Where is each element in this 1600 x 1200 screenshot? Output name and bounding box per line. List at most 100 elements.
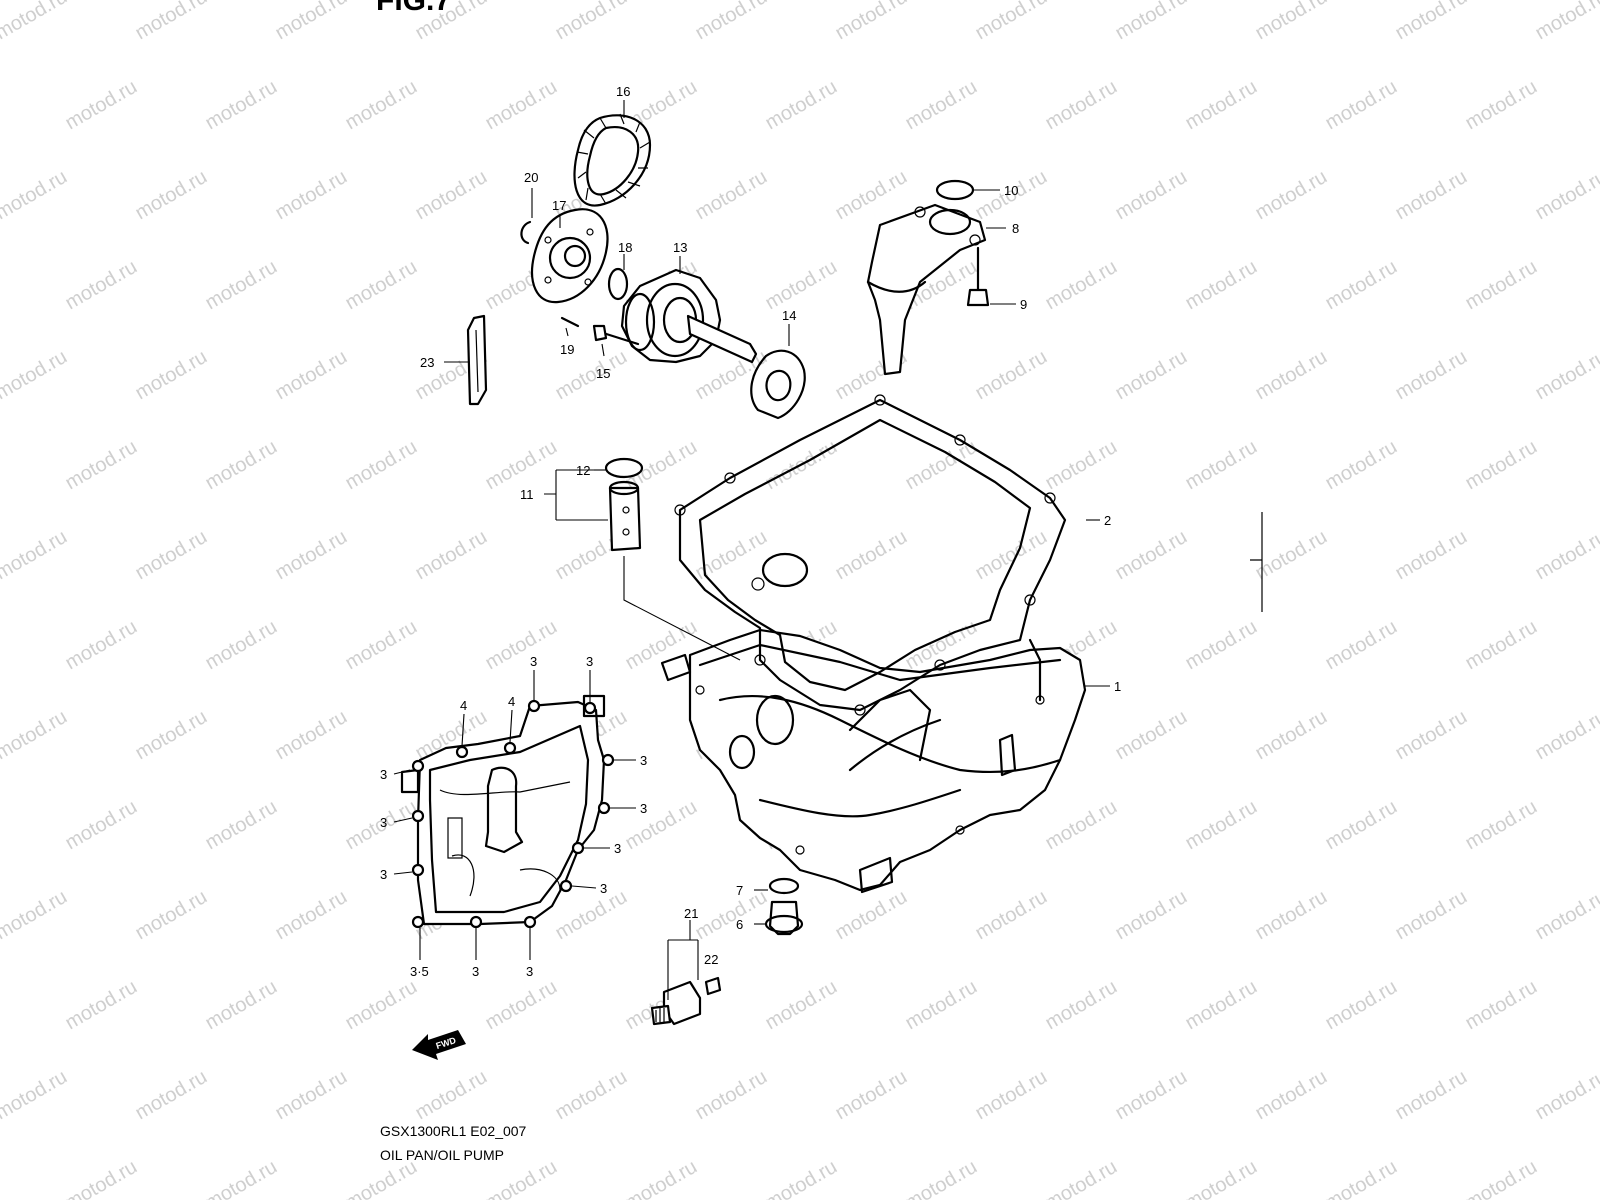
- oil-pan-cover[interactable]: [400, 694, 606, 926]
- cover-bolt[interactable]: [597, 801, 611, 815]
- watermark-text: motod.ru: [272, 1066, 351, 1125]
- watermark-text: motod.ru: [1392, 1066, 1471, 1125]
- cover-bolt[interactable]: [469, 915, 483, 929]
- watermark-text: motod.ru: [972, 526, 1051, 585]
- watermark-text: motod.ru: [272, 886, 351, 945]
- watermark-text: motod.ru: [202, 976, 281, 1035]
- watermark-text: motod.ru: [832, 0, 911, 44]
- watermark-text: motod.ru: [1392, 0, 1471, 44]
- callout-3-k: 3: [526, 964, 533, 979]
- cover-bolt[interactable]: [583, 701, 597, 715]
- callout-22: 22: [704, 952, 718, 967]
- callout-3-c: 3: [640, 753, 647, 768]
- oil-pressure-switch[interactable]: [650, 980, 702, 1026]
- callout-19: 19: [560, 342, 574, 357]
- oil-pump-drive-gear[interactable]: [530, 208, 609, 304]
- watermark-text: motod.ru: [1182, 616, 1261, 675]
- watermark-text: motod.ru: [1392, 526, 1471, 585]
- watermark-text: motod.ru: [1042, 976, 1121, 1035]
- watermark-text: motod.ru: [552, 1066, 631, 1125]
- oil-pump-driven-gear[interactable]: [573, 113, 652, 207]
- pin[interactable]: [560, 316, 580, 328]
- drain-plug[interactable]: [764, 900, 804, 936]
- watermark-text: motod.ru: [62, 256, 141, 315]
- watermark-text: motod.ru: [1532, 0, 1600, 44]
- pump-gasket[interactable]: [750, 349, 806, 420]
- cover-bolt[interactable]: [571, 841, 585, 855]
- pump-mounting-bolt[interactable]: [592, 324, 640, 346]
- watermark-text: motod.ru: [0, 166, 71, 225]
- watermark-text: motod.ru: [202, 76, 281, 135]
- cover-bolt[interactable]: [523, 915, 537, 929]
- watermark-text: motod.ru: [622, 436, 701, 495]
- watermark-text: motod.ru: [0, 886, 71, 945]
- callout-3-e: 3: [614, 841, 621, 856]
- watermark-text: motod.ru: [1322, 976, 1401, 1035]
- watermark-text: motod.ru: [1462, 76, 1541, 135]
- watermark-text: motod.ru: [132, 166, 211, 225]
- watermark-text: motod.ru: [202, 1156, 281, 1200]
- watermark-text: motod.ru: [972, 0, 1051, 44]
- circlip[interactable]: [520, 220, 532, 245]
- watermark-text: motod.ru: [412, 526, 491, 585]
- cover-bolt[interactable]: [411, 863, 425, 877]
- watermark-text: motod.ru: [622, 1156, 701, 1200]
- callout-3-i: 3: [380, 867, 387, 882]
- watermark-text: motod.ru: [1112, 706, 1191, 765]
- watermark-text: motod.ru: [1252, 166, 1331, 225]
- cover-bolt[interactable]: [503, 741, 517, 755]
- cover-bolt[interactable]: [601, 753, 615, 767]
- callout-6: 6: [736, 917, 743, 932]
- cover-bolts: [411, 699, 615, 929]
- watermark-text: motod.ru: [202, 256, 281, 315]
- oil-strainer[interactable]: [866, 203, 987, 376]
- strainer-o-ring[interactable]: [935, 179, 975, 201]
- callouts: 16 20 17 18 13 19 15 14 23 10 8 9 12 11 …: [380, 84, 1121, 979]
- watermark-text: motod.ru: [762, 76, 841, 135]
- drain-plug-gasket[interactable]: [768, 877, 800, 895]
- washer[interactable]: [607, 267, 629, 301]
- cover-bolt[interactable]: [411, 915, 425, 929]
- oil-pan-gasket[interactable]: [674, 394, 1067, 716]
- watermark-text: motod.ru: [272, 346, 351, 405]
- watermark-text: motod.ru: [1112, 346, 1191, 405]
- watermark-text: motod.ru: [1252, 346, 1331, 405]
- cover-bolt[interactable]: [455, 745, 469, 759]
- cover-bolt[interactable]: [411, 759, 425, 773]
- callout-10: 10: [1004, 183, 1018, 198]
- oil-pump-assembly[interactable]: [620, 268, 758, 364]
- pipe-o-ring[interactable]: [604, 457, 644, 479]
- callout-17: 17: [552, 198, 566, 213]
- watermark-text: motod.ru: [692, 346, 771, 405]
- cover-bolt[interactable]: [527, 699, 541, 713]
- watermark-text: motod.ru: [692, 0, 771, 44]
- watermark-text: motod.ru: [832, 886, 911, 945]
- callout-3-d: 3: [640, 801, 647, 816]
- strainer-bolt[interactable]: [966, 246, 990, 307]
- watermark-text: motod.ru: [552, 886, 631, 945]
- cover-bolt[interactable]: [411, 809, 425, 823]
- switch-screw[interactable]: [704, 976, 722, 996]
- figure-caption: OIL PAN/OIL PUMP: [380, 1147, 504, 1163]
- watermark-text: motod.ru: [692, 1066, 771, 1125]
- callout-3-h: 3: [380, 815, 387, 830]
- watermark-text: motod.ru: [1322, 616, 1401, 675]
- watermark-text: motod.ru: [1112, 886, 1191, 945]
- watermark-text: motod.ru: [132, 886, 211, 945]
- oil-pan[interactable]: [660, 628, 1087, 894]
- watermark-text: motod.ru: [132, 0, 211, 44]
- cover-bolt[interactable]: [559, 879, 573, 893]
- callout-3-b: 3: [586, 654, 593, 669]
- watermark-text: motod.ru: [412, 166, 491, 225]
- watermark-text: motod.ru: [1322, 256, 1401, 315]
- watermark-text: motod.ru: [692, 886, 771, 945]
- chain-guide[interactable]: [466, 314, 488, 406]
- watermark-text: motod.ru: [1182, 256, 1261, 315]
- watermark-text: motod.ru: [1252, 706, 1331, 765]
- watermark-text: motod.ru: [202, 796, 281, 855]
- oil-pipe[interactable]: [608, 480, 642, 552]
- model-code: GSX1300RL1 E02_007: [380, 1123, 527, 1139]
- callout-3-g: 3: [380, 767, 387, 782]
- callout-14: 14: [782, 308, 796, 323]
